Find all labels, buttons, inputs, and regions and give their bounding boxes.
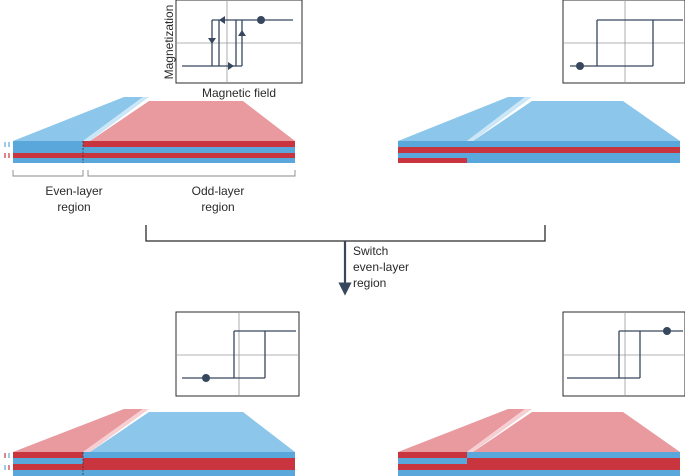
hysteresis-plot-bottom-left xyxy=(175,311,300,397)
hysteresis-loop xyxy=(567,330,683,379)
layer-stack-top-right xyxy=(398,97,680,163)
odd-layer-label-line2: region xyxy=(201,200,234,214)
layer-red xyxy=(13,464,295,470)
odd-region-top-face xyxy=(90,101,295,141)
state-marker xyxy=(663,327,671,335)
even-top-layer xyxy=(398,141,467,147)
even-top-layer xyxy=(13,141,83,147)
odd-region-top-face xyxy=(473,101,680,141)
state-marker xyxy=(257,16,265,24)
switch-label-line2: even-layer xyxy=(353,260,409,274)
even-region-bracket xyxy=(12,170,84,177)
even-region-top-face xyxy=(13,409,143,452)
plot-frame xyxy=(562,311,685,397)
layer-blue xyxy=(13,470,295,476)
layer-red xyxy=(467,458,680,464)
step-highlight xyxy=(467,97,532,141)
spin-arrows xyxy=(4,453,10,470)
even-region-top-face xyxy=(398,97,525,141)
layer-blue xyxy=(13,147,295,153)
odd-top-layer xyxy=(83,452,295,458)
even-region-top-face xyxy=(13,97,143,141)
layer-stack-bottom-left xyxy=(4,409,295,476)
odd-region-bracket xyxy=(87,170,296,177)
layer-red xyxy=(13,153,295,158)
odd-top-layer xyxy=(467,141,680,147)
hysteresis-plot-top-left: Magnetization Magnetic field xyxy=(162,0,303,100)
axis-label-magnetic-field: Magnetic field xyxy=(202,86,276,100)
plot-frame xyxy=(175,311,300,397)
odd-layer-label-line1: Odd-layer xyxy=(192,184,245,198)
loop-arrows xyxy=(208,16,246,70)
switch-transition: Switch even-layer region xyxy=(145,225,546,296)
odd-red-layer xyxy=(467,147,680,153)
hysteresis-plot-bottom-right xyxy=(562,311,685,397)
even-region-top-face xyxy=(398,409,525,452)
step-highlight xyxy=(467,409,532,452)
switch-label-line1: Switch xyxy=(353,244,388,258)
odd-top-layer xyxy=(83,141,295,147)
state-marker xyxy=(576,62,584,70)
plot-frame xyxy=(562,0,685,84)
odd-region-top-face xyxy=(90,412,295,452)
layer-stack-top-left: Even-layer region Odd-layer region xyxy=(4,97,296,214)
spin-arrows xyxy=(4,142,10,158)
state-marker xyxy=(202,374,210,382)
even-top-layer xyxy=(13,452,83,458)
even-top-layer xyxy=(398,452,467,458)
layer-blue xyxy=(467,153,680,163)
switch-bracket xyxy=(145,225,546,242)
hysteresis-loop xyxy=(182,330,296,379)
even-layer-label-line1: Even-layer xyxy=(45,184,102,198)
layer-stack-bottom-right xyxy=(398,409,680,476)
even-red-layer xyxy=(398,147,467,153)
layer-blue xyxy=(398,458,467,464)
step-highlight xyxy=(83,97,149,141)
odd-top-layer xyxy=(467,452,680,458)
hysteresis-plot-top-right xyxy=(562,0,685,84)
layer-blue xyxy=(13,458,83,464)
layer-red xyxy=(13,458,295,464)
switch-label-line3: region xyxy=(353,276,386,290)
layer-blue xyxy=(398,470,680,476)
layer-red xyxy=(398,464,680,470)
plot-frame xyxy=(175,0,303,84)
axis-label-magnetization: Magnetization xyxy=(162,5,176,80)
odd-region-top-face xyxy=(473,412,680,452)
step-highlight xyxy=(83,409,149,452)
layer-blue xyxy=(13,158,295,163)
even-layer-label-line2: region xyxy=(57,200,90,214)
